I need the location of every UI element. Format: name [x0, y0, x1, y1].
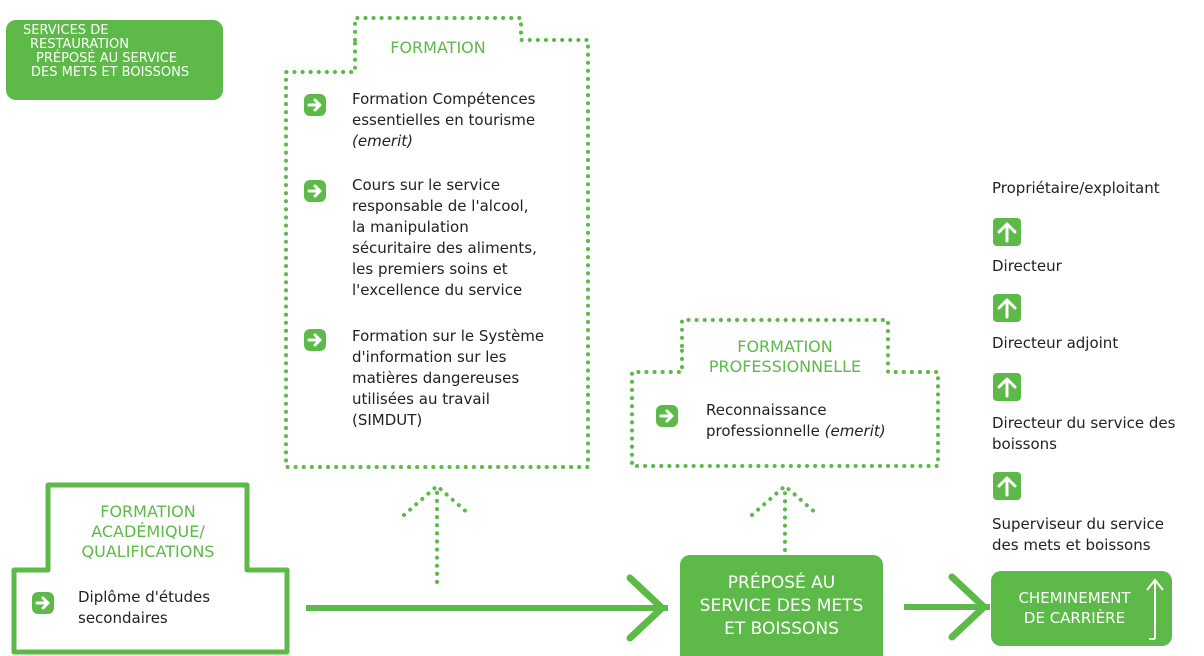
formation-title: FORMATION [390, 38, 486, 57]
career-step-1: Propriétaire/exploitant [992, 179, 1160, 197]
item-line: utilisées au travail [352, 390, 490, 408]
career-step-4: Directeur du service des boissons [992, 413, 1175, 455]
arrow-right-icon [32, 592, 54, 614]
formation-dotted-frame [284, 16, 590, 469]
title-line: ACADÉMIQUE/ [91, 522, 205, 541]
career-step-2: Directeur [992, 257, 1062, 275]
formation-item-2: Cours sur le service responsable de l'al… [352, 175, 537, 301]
item-line: responsable de l'alcool, [352, 197, 529, 215]
career-arrowhead [948, 573, 988, 641]
sector-tag: SERVICES DE RESTAURATION PRÉPOSÉ AU SERV… [6, 20, 223, 100]
academic-item: Diplôme d'études secondaires [78, 587, 210, 629]
job-title-box: PRÉPOSÉ AU SERVICE DES METS ET BOISSONS [680, 555, 883, 656]
job-title-line: DES METS ET BOISSONS [31, 65, 190, 80]
item-line: la manipulation [352, 218, 469, 236]
arrow-up-icon [993, 294, 1021, 322]
item-line: Formation sur le Système [352, 327, 545, 345]
career-line: Directeur du service des [992, 414, 1176, 432]
career-line: des mets et boissons [992, 536, 1151, 554]
item-line: Cours sur le service [352, 176, 501, 194]
formation-item-3: Formation sur le Système d'information s… [352, 326, 544, 431]
item-line: sécuritaire des aliments, [352, 239, 537, 257]
title-line: PROFESSIONNELLE [708, 357, 862, 376]
item-line: Formation Compétences [352, 90, 536, 108]
item-line: professionnelle (emerit) [706, 421, 886, 442]
item-line: essentielles en tourisme [352, 111, 536, 129]
formation-item-1: Formation Compétences essentielles en to… [352, 89, 535, 152]
arrow-right-icon [656, 405, 678, 427]
arrow-up-icon [993, 373, 1021, 401]
sector-line: RESTAURATION [30, 37, 129, 52]
item-line: matières dangereuses [352, 369, 520, 387]
career-step-5: Superviseur du service des mets et boiss… [992, 514, 1164, 556]
job-title-line: PRÉPOSÉ AU SERVICE [36, 51, 178, 66]
box-line: SERVICE DES METS [699, 596, 864, 616]
career-line: boissons [992, 435, 1057, 453]
arrow-right-icon [304, 180, 326, 202]
arrow-up-icon [1146, 578, 1164, 640]
box-line: ET BOISSONS [724, 619, 839, 639]
arrow-right-icon [304, 329, 326, 351]
item-emphasis: (emerit) [824, 422, 886, 440]
title-line: FORMATION [737, 337, 833, 356]
box-line: DE CARRIÈRE [1023, 609, 1126, 627]
item-line: d'information sur les [352, 348, 507, 366]
formation-up-dotted-arrowhead [402, 483, 472, 517]
academic-title: FORMATION ACADÉMIQUE/ QUALIFICATIONS [52, 502, 244, 562]
item-line: (SIMDUT) [352, 411, 423, 429]
arrow-up-icon [993, 472, 1021, 500]
item-line: l'excellence du service [352, 281, 523, 299]
sector-line: SERVICES DE [23, 23, 109, 38]
item-line: (emerit) [352, 132, 413, 150]
academic-frame [11, 482, 290, 655]
formation-pro-up-dotted-arrowhead [750, 483, 820, 517]
item-line: les premiers soins et [352, 260, 508, 278]
box-line: CHEMINEMENT [1018, 589, 1131, 607]
formation-pro-title: FORMATION PROFESSIONNELLE [684, 337, 886, 377]
arrow-up-icon [993, 218, 1021, 246]
career-path-box: CHEMINEMENT DE CARRIÈRE [991, 571, 1172, 646]
item-line: Reconnaissance [706, 401, 827, 419]
box-line: PRÉPOSÉ AU [727, 573, 836, 593]
arrow-right-icon [304, 94, 326, 116]
item-line: secondaires [78, 609, 168, 627]
formation-pro-item: Reconnaissance professionnelle (emerit) [706, 400, 886, 442]
title-line: FORMATION [100, 502, 196, 521]
title-line: QUALIFICATIONS [81, 542, 215, 561]
item-line: Diplôme d'études [78, 588, 211, 606]
career-line: Superviseur du service [992, 515, 1165, 533]
career-step-3: Directeur adjoint [992, 334, 1119, 352]
item-text: professionnelle [706, 422, 820, 440]
formation-pro-dotted-frame [630, 318, 940, 468]
main-arrowhead [626, 574, 666, 642]
